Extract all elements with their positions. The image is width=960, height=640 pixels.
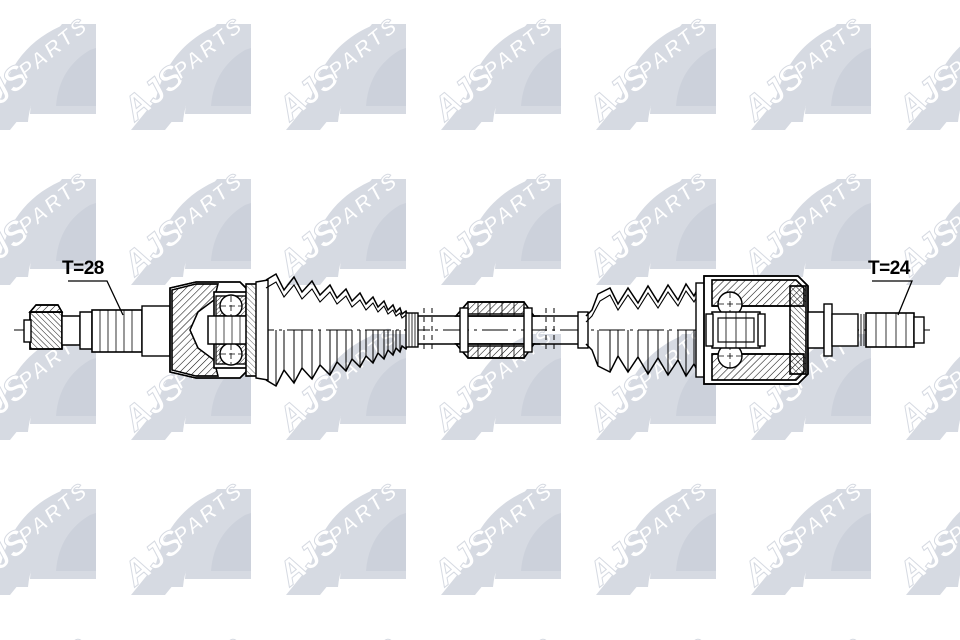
outer-cv-joint xyxy=(169,281,259,379)
inner-spline-shaft xyxy=(807,303,925,357)
intermediate-shaft-right xyxy=(534,308,589,352)
intermediate-shaft-left xyxy=(418,308,452,352)
outer-boot xyxy=(255,272,419,388)
inner-boot xyxy=(585,282,707,378)
leader-line-left xyxy=(68,280,124,316)
spline-count-label-outer: T=28 xyxy=(62,258,104,279)
spline-count-label-inner: T=24 xyxy=(868,258,910,279)
outer-stub-nut xyxy=(23,304,93,350)
outer-spline-shaft xyxy=(91,305,171,357)
inner-cv-joint xyxy=(703,275,809,385)
damper-weight xyxy=(452,301,540,359)
leader-line-right xyxy=(872,280,913,316)
